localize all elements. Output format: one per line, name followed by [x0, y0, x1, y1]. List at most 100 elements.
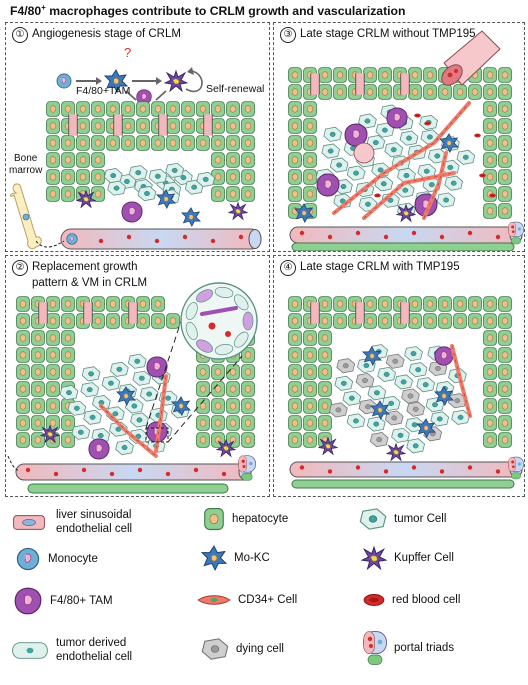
dying-cell [329, 402, 348, 418]
red-blood-cell [327, 469, 333, 474]
hepatocyte-cell [303, 398, 317, 414]
feeding-vessel [441, 30, 501, 86]
f480-tam-cell [146, 356, 168, 378]
vessel-cross-section [353, 142, 375, 164]
hepatocyte-cell [46, 169, 60, 185]
f480-tam-cell [434, 346, 454, 366]
hepatocyte-cell [318, 330, 332, 346]
legend-item-cd34-cell: CD34+ Cell [196, 592, 297, 608]
hepatocyte-cell [498, 84, 512, 100]
hepatocyte-cell [121, 101, 135, 117]
legend-item-portal-triads: portal triads [362, 630, 454, 666]
hepatocyte-cell [46, 415, 60, 431]
bone-marrow-icon [10, 183, 42, 250]
red-blood-cell [383, 469, 389, 474]
hepatocyte-cell [16, 415, 30, 431]
sinusoid [83, 301, 93, 325]
hepatocyte-cell [136, 118, 150, 134]
hepatocyte-cell [151, 101, 165, 117]
hepatocyte-cell [288, 186, 302, 202]
blood-vessel [60, 228, 262, 250]
hepatocyte-cell [166, 118, 180, 134]
tumor-derived-endothelial-cell-icon [12, 642, 48, 659]
hepatocyte-cell [483, 398, 497, 414]
sinusoid [310, 72, 320, 96]
hepatocyte-cell [196, 415, 210, 431]
sinusoid [400, 72, 410, 96]
kupffer-cell [396, 204, 416, 222]
hepatocyte-cell [16, 296, 30, 312]
hepatocyte-cell [211, 152, 225, 168]
hepatocyte-cell [46, 135, 60, 151]
hepatocyte-cell [46, 186, 60, 202]
hepatocyte-cell [226, 415, 240, 431]
hepatocyte-cell [363, 67, 377, 83]
hepatocyte-cell [453, 313, 467, 329]
panel-title-line2: pattern & VM in CRLM [32, 277, 148, 289]
hepatocyte-cell [498, 169, 512, 185]
tumor-cell [346, 165, 366, 181]
hepatocyte-cell [31, 364, 45, 380]
hepatocyte-cell [498, 118, 512, 134]
liver-tissue-panel3 [288, 30, 524, 251]
tumor-cell [83, 409, 102, 425]
hepatocyte-cell [166, 101, 180, 117]
hepatocyte-cell [61, 152, 75, 168]
f480-tam-cell [316, 173, 340, 197]
hepatocyte-cell [483, 347, 497, 363]
hepatocyte-cell [288, 415, 302, 431]
hepatocyte-cell [16, 330, 30, 346]
hepatocyte-cell [196, 135, 210, 151]
hepatocyte-cell [196, 101, 210, 117]
hepatocyte-cell [288, 84, 302, 100]
cd34-vessel-sprout [362, 171, 456, 220]
hepatocyte-cell [31, 330, 45, 346]
hepatocyte-cell [363, 84, 377, 100]
differentiation-scheme [56, 67, 203, 105]
hepatocyte-cell [91, 135, 105, 151]
hepatocyte-cell [498, 186, 512, 202]
hepatocyte-cell [91, 313, 105, 329]
hepatocyte-cell [288, 118, 302, 134]
hepatocyte-cell [76, 101, 90, 117]
kupffer-cell [76, 190, 96, 208]
migration-arrow [35, 240, 65, 248]
legend-item-hepatocyte: hepatocyte [202, 506, 288, 532]
hepatocyte-cell [226, 381, 240, 397]
hepatocyte-cell [483, 364, 497, 380]
cd34-vessel-sprout [450, 344, 472, 418]
hepatocyte-cell [241, 415, 255, 431]
tumor-cell [130, 412, 149, 428]
red-blood-cell [424, 121, 431, 126]
red-blood-cell [126, 234, 132, 240]
kupffer-cell-icon [361, 546, 387, 570]
hepatocyte-cell [498, 152, 512, 168]
hepatocyte-cell [226, 186, 240, 202]
red-blood-cell [109, 471, 115, 477]
hepatocyte-cell [136, 135, 150, 151]
tumor-cell-icon [359, 508, 387, 530]
hepatocyte-cell [333, 313, 347, 329]
hepatocyte-cell [91, 296, 105, 312]
hepatocyte-cell [318, 67, 332, 83]
hepatocyte-cell [438, 296, 452, 312]
hepatocyte-cell [408, 84, 422, 100]
tumor-cell [394, 374, 413, 390]
tumor-cell [384, 142, 404, 158]
hepatocyte-cell [121, 118, 135, 134]
f480-tam-cell [386, 107, 408, 129]
hepatocyte-cell [241, 101, 255, 117]
self-renewal-label: Self-renewal [206, 83, 265, 95]
hepatocyte-cell [226, 135, 240, 151]
tumor-cell [334, 375, 354, 391]
hepatocyte-cell [378, 67, 392, 83]
hepatocyte-cell [453, 84, 467, 100]
tumor-cell [399, 130, 419, 146]
hepatocyte-cell [303, 364, 317, 380]
hepatocyte-cell [241, 381, 255, 397]
hepatocyte-cell [211, 415, 225, 431]
red-blood-cell [474, 133, 481, 138]
hepatocyte-cell [61, 330, 75, 346]
